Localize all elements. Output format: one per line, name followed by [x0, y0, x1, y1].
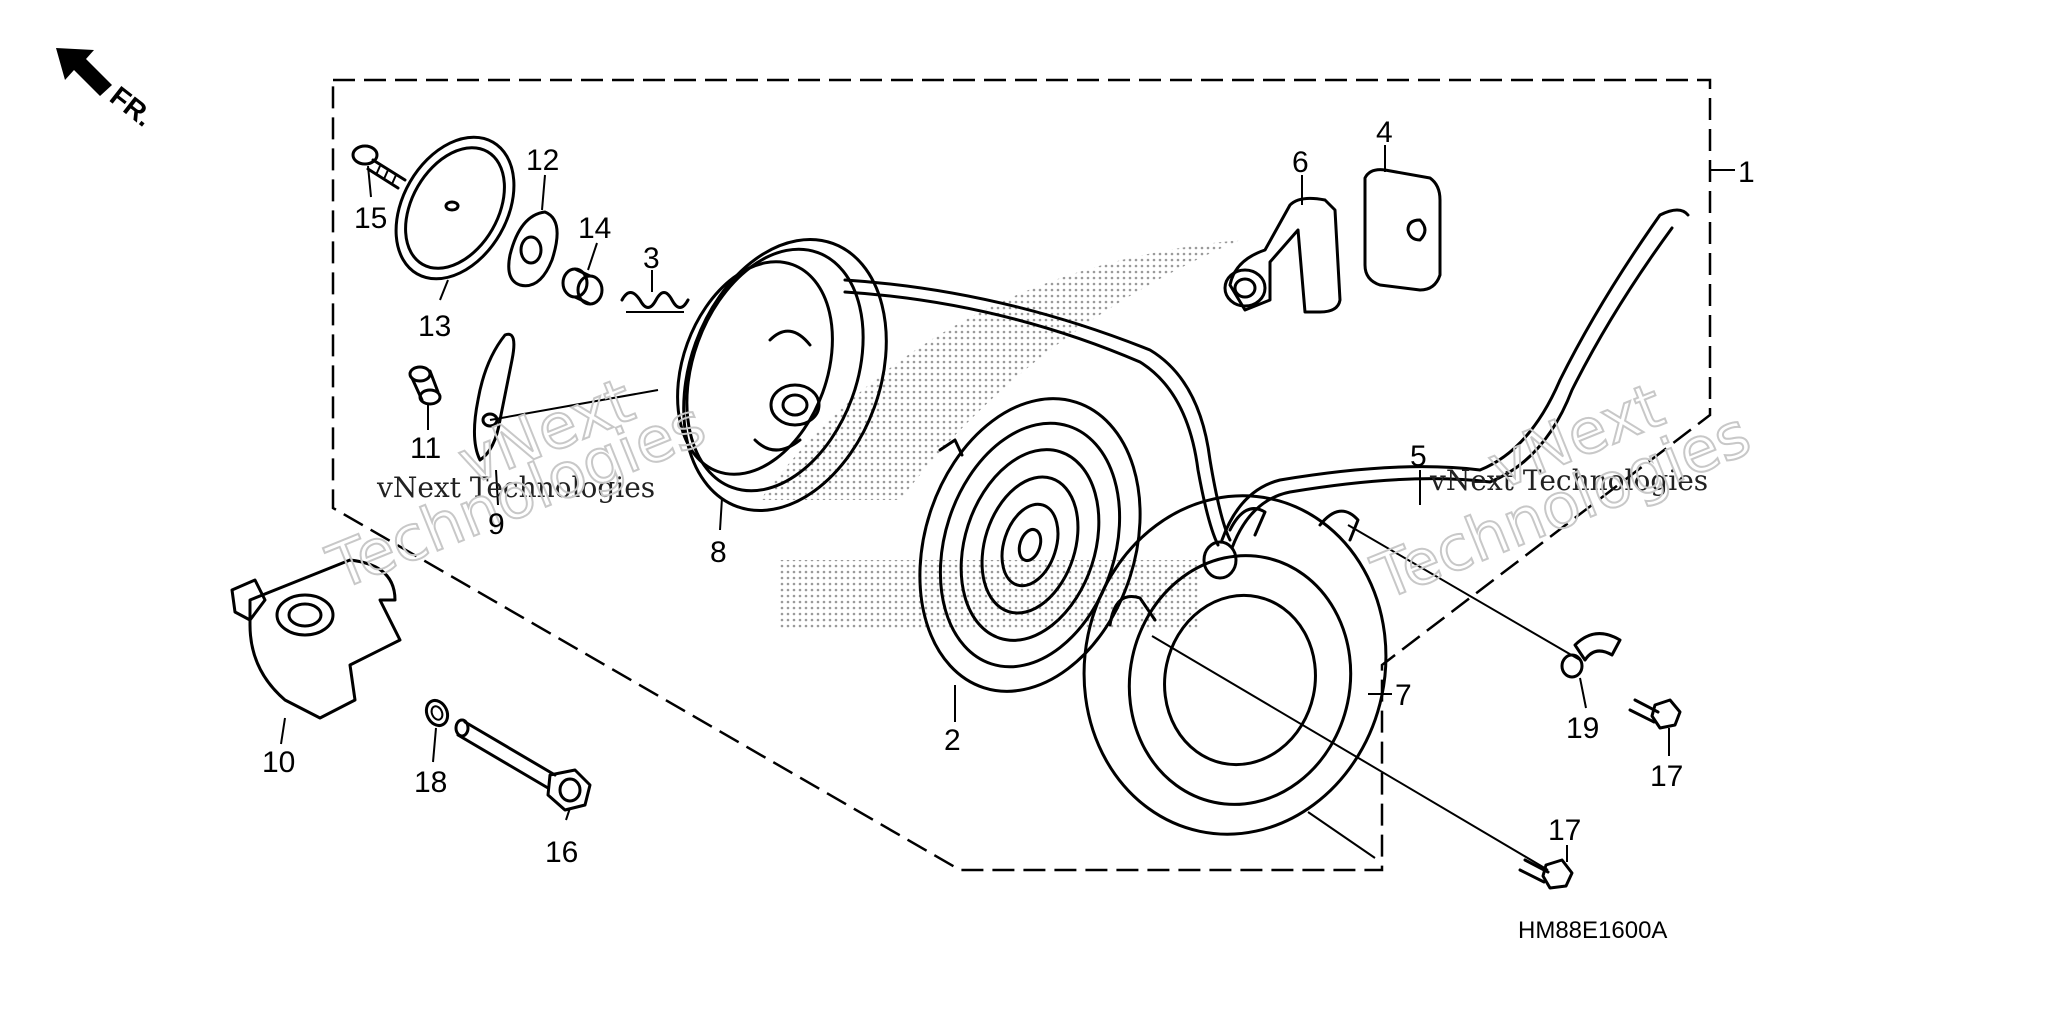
- part-label-7: 7: [1395, 679, 1412, 712]
- part-2-spiral-spring: [918, 397, 1142, 693]
- part-11-pin: [408, 365, 442, 406]
- part-label-6: 6: [1292, 146, 1309, 179]
- part-label-1: 1: [1738, 156, 1755, 189]
- part-9-ratchet: [473, 332, 516, 462]
- part-17-bolt-bottom: [1518, 858, 1574, 890]
- part-label-12: 12: [526, 144, 559, 177]
- watermark-text-right: vNext Technologies: [1429, 464, 1708, 497]
- part-5-rope: [843, 208, 1690, 550]
- assembly-outline: [331, 78, 1712, 872]
- part-label-11: 11: [410, 432, 441, 465]
- part-label-15: 15: [354, 202, 387, 235]
- part-label-17-bottom: 17: [1548, 814, 1581, 847]
- front-direction-arrow-icon: [56, 48, 112, 96]
- part-7-starter-case: [1082, 494, 1388, 836]
- part-label-10: 10: [262, 746, 295, 779]
- part-4-handle-cap: [1363, 168, 1442, 292]
- part-14-collar: [561, 267, 604, 306]
- part-label-9: 9: [488, 508, 505, 541]
- part-label-5: 5: [1410, 440, 1427, 473]
- part-6-start-handle: [1223, 196, 1342, 314]
- leader-lines: [280, 145, 1735, 871]
- part-label-4: 4: [1376, 116, 1393, 149]
- part-label-16: 16: [545, 836, 578, 869]
- part-label-2: 2: [944, 724, 961, 757]
- part-label-14: 14: [578, 212, 611, 245]
- part-16-long-bolt: [454, 718, 592, 812]
- figure-code: HM88E1600A: [1518, 917, 1667, 944]
- part-label-3: 3: [643, 242, 660, 275]
- part-label-18: 18: [414, 766, 447, 799]
- part-13-cover-plate: [394, 135, 516, 281]
- part-10-starter-pulley: [230, 558, 402, 720]
- direction-label: FR.: [104, 80, 159, 132]
- part-18-washer: [424, 698, 450, 728]
- part-3-spring: [620, 291, 690, 313]
- part-label-8: 8: [710, 536, 727, 569]
- part-label-19: 19: [1566, 712, 1599, 745]
- watermark-text-left: vNext Technologies: [376, 471, 655, 504]
- part-label-13: 13: [418, 310, 451, 343]
- part-15-bolt: [351, 144, 407, 190]
- part-label-17-right: 17: [1650, 760, 1683, 793]
- part-17-bolt-right: [1628, 698, 1682, 730]
- part-8-reel: [676, 237, 888, 513]
- part-12-friction-plate: [507, 210, 559, 288]
